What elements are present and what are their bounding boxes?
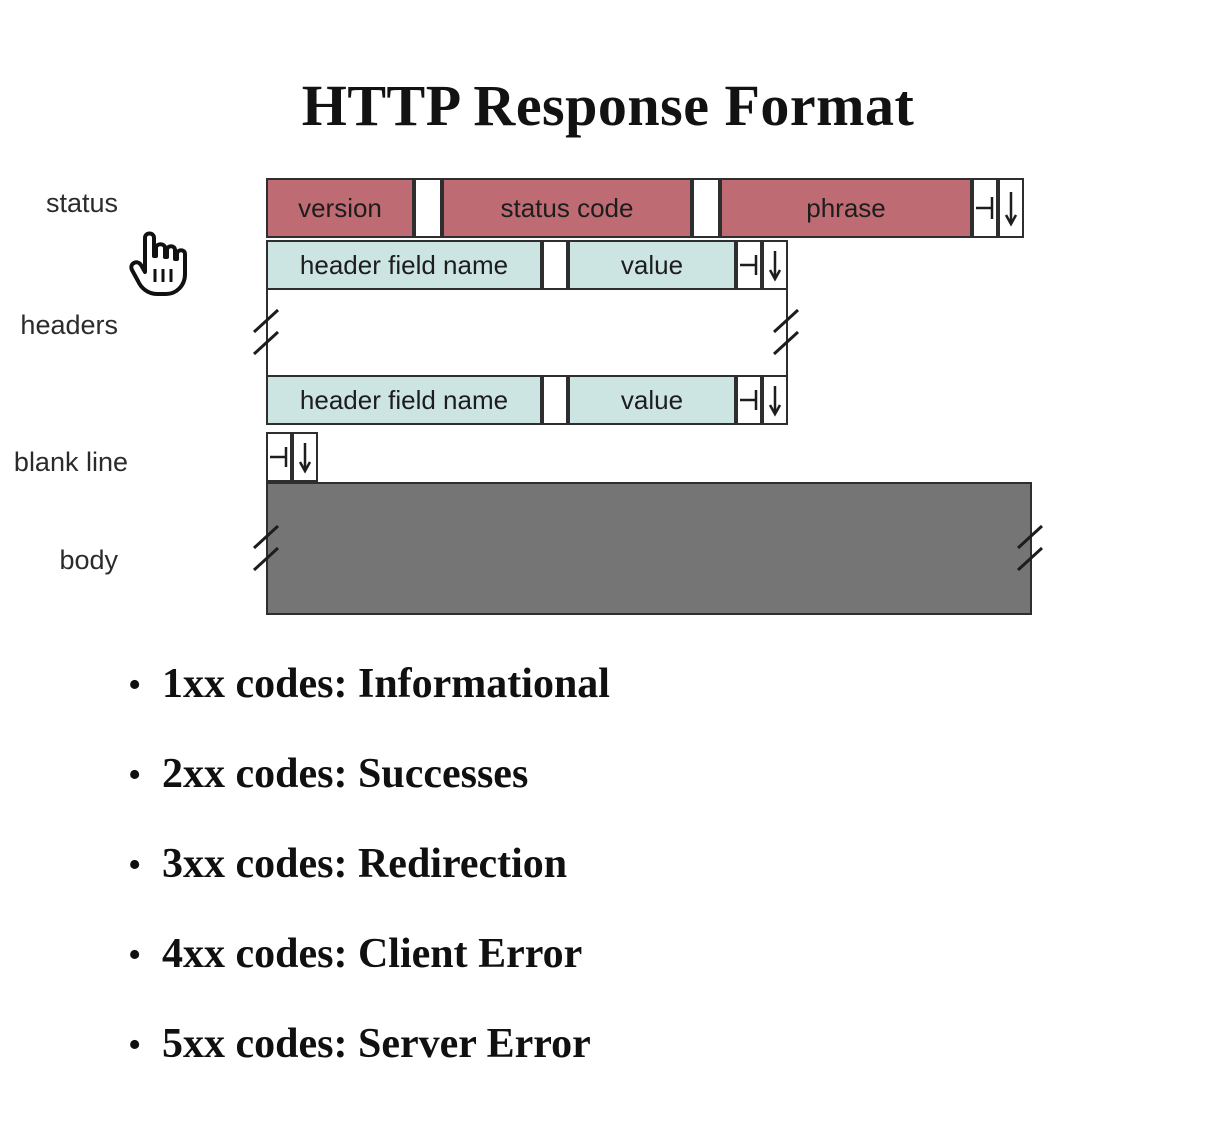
list-item: • 2xx codes: Successes (128, 750, 1128, 840)
header2-space (542, 375, 568, 425)
header2-lf-marker (762, 375, 788, 425)
bullet-icon: • (128, 754, 142, 796)
list-item: • 3xx codes: Redirection (128, 840, 1128, 930)
diagram-label-blank-line: blank line (13, 447, 128, 477)
bullet-icon: • (128, 934, 142, 976)
diagram-label-status: status (45, 188, 118, 218)
diagram-label-headers: headers (20, 310, 118, 340)
header1-cell-value: value (568, 240, 736, 290)
status-space-1 (414, 178, 442, 238)
header2-cr-marker (736, 375, 762, 425)
headers-break-mark-right (768, 302, 808, 364)
blank-line-lf-marker (292, 432, 318, 482)
list-item: • 4xx codes: Client Error (128, 930, 1128, 1020)
blank-line-cr-marker (266, 432, 292, 482)
body-block (266, 482, 1032, 615)
list-item-label: 4xx codes: Client Error (162, 931, 583, 977)
list-item: • 1xx codes: Informational (128, 660, 1128, 750)
header1-space (542, 240, 568, 290)
bullet-icon: • (128, 1024, 142, 1066)
status-cell-version: version (266, 178, 414, 238)
status-cr-marker (972, 178, 998, 238)
status-space-2 (692, 178, 720, 238)
page-title: HTTP Response Format (301, 73, 915, 138)
bullet-icon: • (128, 664, 142, 706)
list-item-label: 1xx codes: Informational (162, 661, 610, 707)
header2-cell-value: value (568, 375, 736, 425)
status-cell-status-code: status code (442, 178, 692, 238)
bullet-icon: • (128, 844, 142, 886)
pointing-hand-cursor (128, 222, 190, 300)
body-break-mark-right (1012, 518, 1052, 580)
list-item-label: 2xx codes: Successes (162, 751, 529, 797)
list-item: • 5xx codes: Server Error (128, 1020, 1128, 1110)
header1-cell-field-name: header field name (266, 240, 542, 290)
status-code-class-list: • 1xx codes: Informational • 2xx codes: … (128, 660, 1128, 1110)
header2-cell-field-name: header field name (266, 375, 542, 425)
list-item-label: 5xx codes: Server Error (162, 1021, 591, 1067)
header1-cr-marker (736, 240, 762, 290)
list-item-label: 3xx codes: Redirection (162, 841, 568, 887)
headers-continuation-region (266, 290, 788, 375)
headers-break-mark-left (248, 302, 288, 364)
status-cell-phrase: phrase (720, 178, 972, 238)
body-break-mark-left (248, 518, 288, 580)
header1-lf-marker (762, 240, 788, 290)
status-lf-marker (998, 178, 1024, 238)
diagram-label-body: body (59, 545, 118, 575)
http-response-format-diagram: status headers blank line body version s… (0, 160, 1216, 630)
